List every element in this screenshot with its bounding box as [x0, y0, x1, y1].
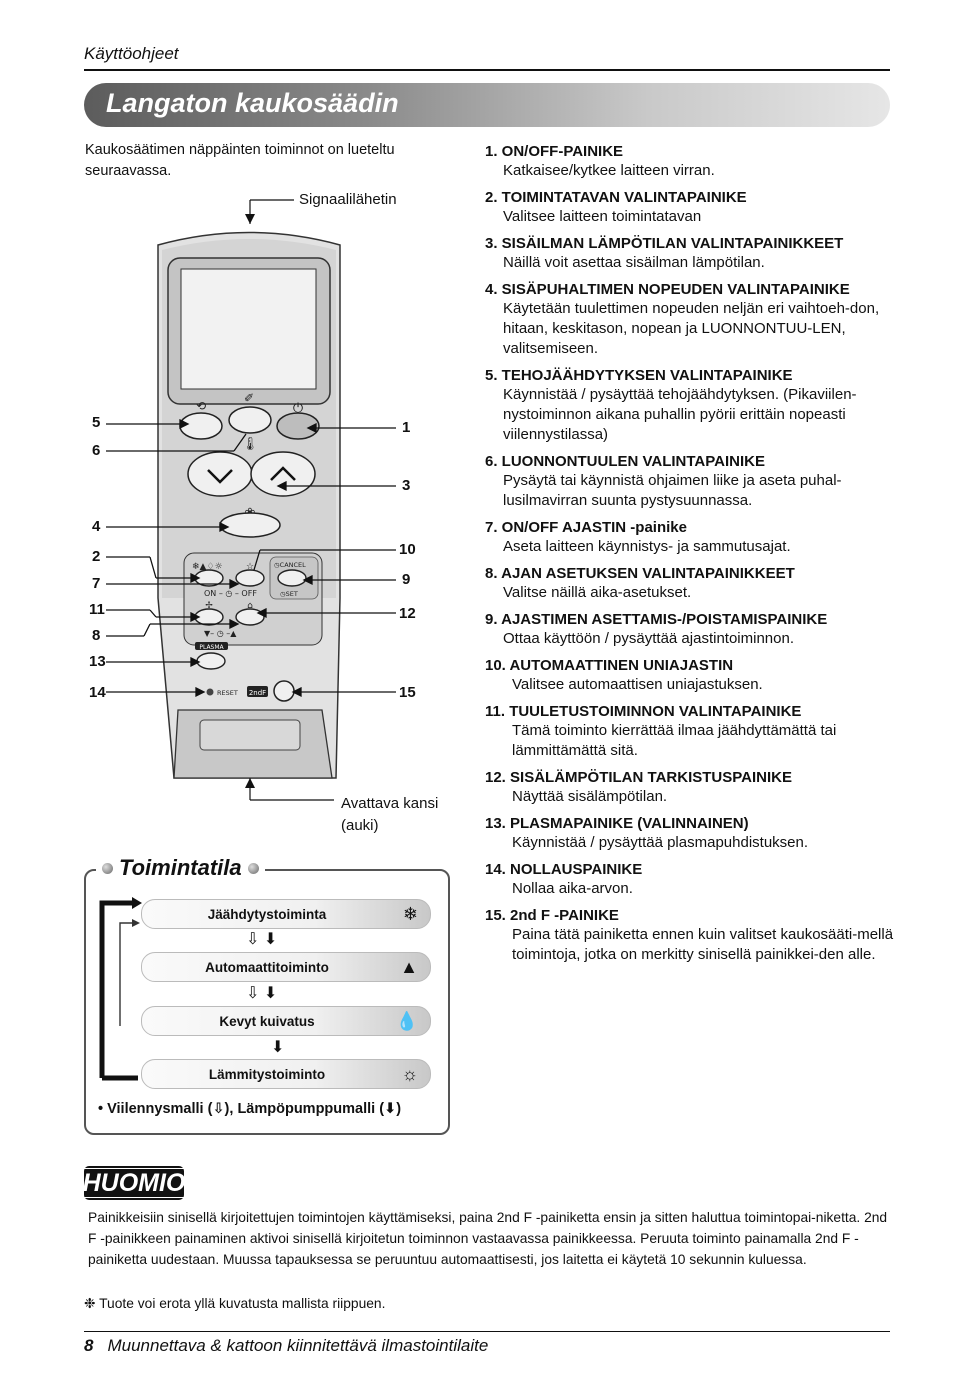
mode-cycle-arrows: [99, 897, 142, 1081]
bullet-dot-icon: [247, 862, 259, 874]
svg-text:✢: ✢: [205, 601, 213, 611]
footer-text: Muunnettava & kattoon kiinnitettävä ilma…: [107, 1336, 489, 1355]
callout-14: 14: [89, 684, 106, 701]
footer: 8 Muunnettava & kattoon kiinnitettävä ilm…: [84, 1336, 488, 1356]
signal-transmitter-label: Signaalilähetin: [299, 191, 397, 208]
section-title: Langaton kaukosäädin: [106, 88, 399, 118]
operation-mode-heading-wrap: Toimintatila: [96, 855, 265, 881]
lcd-screen: [180, 268, 317, 390]
droplet-icon: 💧: [395, 1010, 418, 1031]
footnote: ❉ Tuote voi erota yllä kuvatusta mallist…: [84, 1296, 386, 1311]
svg-text:✐: ✐: [244, 391, 254, 405]
mode-auto: Automaattitoiminto ▲: [141, 952, 431, 982]
cover-label: Avattava kansi: [341, 795, 439, 812]
plasma-label: PLASMA: [199, 644, 224, 651]
remote-diagram: ⟲ ✐ ⏻ 🌡 ❀ ❄▲♢☼ ☆ ◷CANCEL ON – ◷ – OFF ◷S…: [106, 199, 396, 801]
mode-arrows: ⇩ ⬇: [246, 985, 278, 1002]
svg-text:⟲: ⟲: [196, 399, 206, 413]
jet-cool-button: [179, 412, 223, 440]
mode-arrows: ⬇: [271, 1039, 285, 1056]
svg-text:☆: ☆: [246, 562, 254, 572]
mode-model-note: • Viilennysmalli (⇩), Lämpöpumppumalli (…: [98, 1101, 402, 1117]
callout-4: 4: [92, 518, 101, 535]
callout-1: 1: [402, 419, 411, 436]
set-label: ◷SET: [280, 590, 298, 598]
snowflake-icon: ❄: [402, 903, 418, 924]
temp-down-button: [187, 451, 253, 497]
plasma-button: [196, 652, 226, 670]
cover-label-open: (auki): [341, 817, 379, 834]
mode-arrows: ⇩ ⬇: [246, 931, 278, 948]
note-body: Painikkeisiin sinisellä kirjoitettujen t…: [88, 1210, 888, 1267]
operation-mode-heading: Toimintatila: [119, 855, 242, 880]
callout-9: 9: [402, 571, 411, 588]
section-banner: [84, 83, 890, 127]
chaos-swing-button: [228, 406, 272, 434]
list-item: 13. PLASMAPAINIKE (VALINNAINEN)Käynnistä…: [485, 815, 809, 851]
mode-heating: Lämmitystoiminto ☼: [141, 1059, 431, 1089]
svg-text:🌡: 🌡: [242, 436, 259, 452]
timer-set-button: [277, 569, 307, 587]
callout-2: 2: [92, 548, 101, 565]
svg-text:▼– ◷ –▲: ▼– ◷ –▲: [204, 629, 237, 638]
svg-text:ON – ◷ – OFF: ON – ◷ – OFF: [204, 589, 257, 598]
mode-cooling: Jäähdytystoiminta ❄: [141, 899, 431, 929]
temp-up-button: [250, 451, 316, 497]
second-f-label: 2ndF: [249, 689, 266, 697]
list-item: 3. SISÄILMAN LÄMPÖTILAN VALINTAPAINIKKEE…: [485, 235, 844, 271]
callout-13: 13: [89, 653, 106, 670]
cancel-label: ◷CANCEL: [274, 561, 306, 569]
svg-text:⏻: ⏻: [293, 401, 303, 416]
fan-speed-button: [219, 512, 281, 538]
auto-mode-icon: ▲: [400, 956, 418, 977]
reset-button: [206, 688, 214, 696]
intro-text: Kaukosäätimen näppäinten toiminnot on lu…: [85, 142, 395, 179]
svg-text:❄▲♢☼: ❄▲♢☼: [192, 562, 223, 572]
callout-6: 6: [92, 442, 101, 459]
header-rule: [84, 69, 890, 71]
page-number: 8: [84, 1336, 94, 1355]
power-button: [276, 412, 320, 440]
callout-15: 15: [399, 684, 416, 701]
svg-text:⌂: ⌂: [247, 601, 253, 611]
bullet-dot-icon: [102, 862, 113, 874]
list-item: 9. AJASTIMEN ASETTAMIS-/POISTAMISPAINIKE…: [485, 611, 828, 647]
mode-dry: Kevyt kuivatus 💧: [141, 1006, 431, 1036]
callout-8: 8: [92, 627, 101, 644]
note-badge: HUOMIO: [77, 1166, 191, 1200]
sun-icon: ☼: [401, 1063, 419, 1084]
sleep-timer-button: [235, 569, 265, 587]
callout-10: 10: [399, 541, 416, 558]
header-title: Käyttöohjeet: [84, 44, 179, 63]
callout-5: 5: [92, 414, 101, 431]
reset-label: RESET: [217, 689, 238, 697]
second-f-button: [273, 680, 295, 702]
list-item: 4. SISÄPUHALTIMEN NOPEUDEN VALINTAPAINIK…: [485, 281, 880, 357]
callout-12: 12: [399, 605, 416, 622]
callout-7: 7: [92, 575, 101, 592]
callout-3: 3: [402, 477, 411, 494]
footer-rule: [84, 1331, 890, 1332]
callout-11: 11: [89, 601, 105, 618]
